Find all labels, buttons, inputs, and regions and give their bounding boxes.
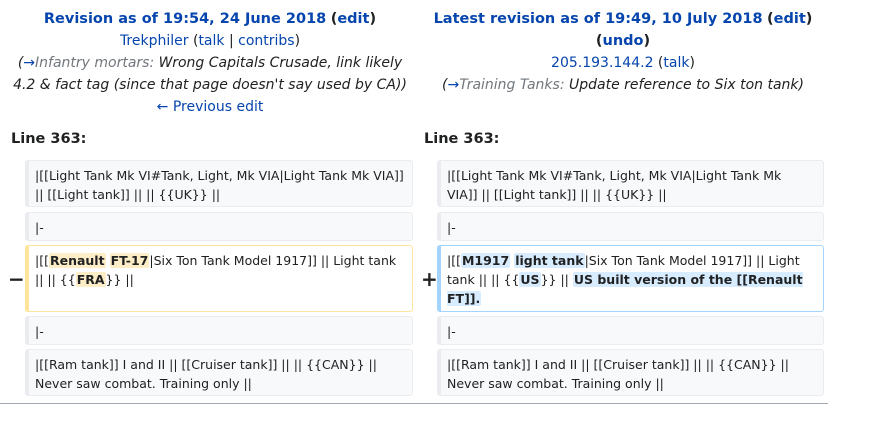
new-summary-section: Training Tanks: [459,77,565,93]
context-line-old-3: |- [25,316,413,345]
deleted-text: |Six Ton Tank Model 1917]] || Light tank… [35,253,397,287]
context-line-old-4: |[[Ram tank]] I and II || [[Cruiser tank… [25,349,413,396]
old-revision-user: Trekphiler (talk | contribs) [119,33,301,49]
old-revision-header: Revision as of 19:54, 24 June 2018 (edit… [0,8,420,118]
old-talk-link[interactable]: talk [198,33,225,49]
divider [0,403,828,404]
added-marker: + [421,267,438,291]
old-revision-title: Revision as of 19:54, 24 June 2018 (edit… [43,11,377,27]
new-line-number: Line 363: [424,131,500,147]
old-contribs-link[interactable]: contribs [238,33,295,49]
new-edit-link[interactable]: edit [773,11,806,27]
old-summary-section: Infantry mortars: [35,55,155,71]
new-revision-title: Latest revision as of 19:49, 10 July 201… [433,11,813,27]
context-line-new-3: |- [437,316,824,345]
old-edit-link[interactable]: edit [337,11,370,27]
added-line: |[[M1917 light tank|Six Ton Tank Model 1… [437,245,824,312]
section-arrow-icon[interactable]: → [447,77,460,93]
deleted-text: }} || [105,272,134,287]
new-revision-header: Latest revision as of 19:49, 10 July 201… [412,8,834,96]
old-revision-link[interactable]: Revision as of 19:54, 24 June 2018 [43,11,327,27]
deleted-word: FRA [75,272,106,287]
old-edit-summary: (→Infantry mortars: Wrong Capitals Crusa… [13,55,407,93]
added-text: }} || [540,272,573,287]
deleted-text: |[[ [35,253,49,268]
added-word: light tank [514,253,585,268]
deleted-marker: − [8,267,25,291]
context-line-old-1: |[[Light Tank Mk VI#Tank, Light, Mk VIA|… [25,160,413,207]
previous-edit-link[interactable]: ← Previous edit [156,99,264,115]
added-word: M1917 [460,253,511,268]
context-line-new-1: |[[Light Tank Mk VI#Tank, Light, Mk VIA|… [437,160,824,207]
added-word: US [519,272,541,287]
context-line-new-4: |[[Ram tank]] I and II || [[Cruiser tank… [437,349,824,396]
context-line-new-2: |- [437,212,824,241]
old-line-number: Line 363: [11,131,87,147]
deleted-word: Renault [48,253,106,268]
added-text: |Six Ton Tank Model 1917]] || Light tank… [447,253,800,287]
old-summary-text: Wrong Capitals Crusade, link likely 4.2 … [13,55,407,93]
deleted-text [106,253,110,268]
new-user-link[interactable]: 205.193.144.2 [551,55,654,71]
new-talk-link[interactable]: talk [663,55,690,71]
old-user-link[interactable]: Trekphiler [119,33,189,49]
deleted-word: FT-17 [109,253,150,268]
deleted-line: |[[Renault FT-17|Six Ton Tank Model 1917… [25,245,413,312]
new-revision-link[interactable]: Latest revision as of 19:49, 10 July 201… [433,11,763,27]
context-line-old-2: |- [25,212,413,241]
section-arrow-icon[interactable]: → [23,55,36,71]
new-edit-summary: (→Training Tanks: Update reference to Si… [442,77,804,93]
undo-link[interactable]: undo [602,33,644,49]
new-revision-user: 205.193.144.2 (talk) [551,55,695,71]
added-text: |[[ [447,253,461,268]
new-summary-text: Update reference to Six ton tank [569,77,799,93]
